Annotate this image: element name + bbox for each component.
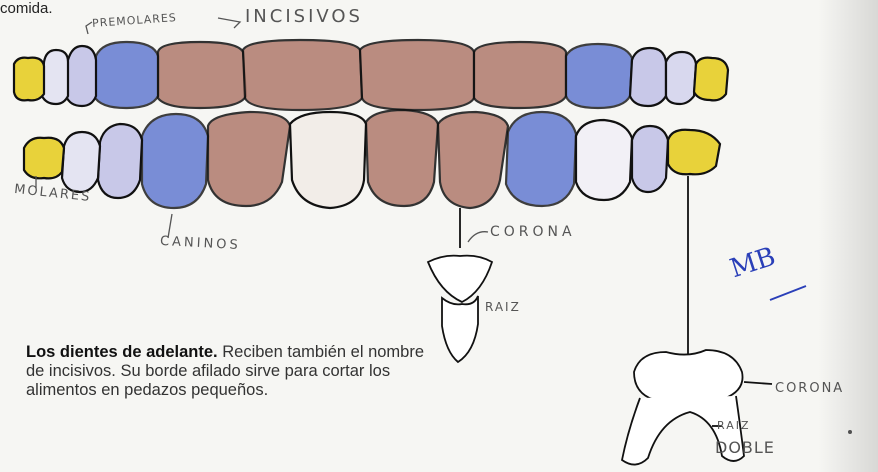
label-doble: DOBLE [715, 438, 775, 457]
lower-molar-tooth [668, 130, 720, 175]
upper-premolar-tooth [42, 50, 68, 104]
lower-molar-tooth [24, 138, 64, 179]
upper-arch [14, 40, 728, 110]
molar-crown [634, 350, 743, 402]
corona1-pointer [468, 232, 488, 242]
upper-premolar-tooth [630, 48, 666, 106]
upper-molar-tooth [694, 58, 728, 101]
upper-canine-tooth [94, 42, 158, 108]
label-raiz-incisor: RAIZ [485, 300, 521, 314]
signature-slash [770, 286, 806, 300]
lower-premolar-tooth [98, 124, 142, 198]
premolares-pointer [86, 22, 92, 34]
label-raiz-molar: RAIZ [717, 419, 751, 432]
page-edge-shadow [818, 0, 878, 472]
upper-premolar-tooth [66, 46, 96, 106]
label-incisivos: INCISIVOS [245, 6, 363, 27]
upper-molar-tooth [14, 58, 44, 101]
incisivos-pointer [218, 18, 240, 28]
lower-incisor-tooth [438, 112, 508, 208]
top-text-fragment: comida. [0, 0, 53, 18]
lower-canine-tooth [506, 112, 576, 206]
lower-incisor-tooth [208, 112, 290, 206]
incisor-cross-section [428, 208, 492, 362]
lower-incisor-tooth [290, 112, 366, 208]
corona-leader [744, 382, 772, 384]
lower-arch [24, 110, 720, 208]
upper-incisor-tooth [243, 40, 362, 110]
lower-premolar-tooth [62, 132, 100, 192]
upper-canine-tooth [566, 44, 632, 108]
lower-premolar-tooth [632, 126, 668, 192]
label-corona-incisor: CORONA [490, 224, 576, 240]
lower-incisor-tooth [366, 110, 438, 206]
upper-incisor-tooth [474, 42, 566, 108]
incisor-root [442, 296, 478, 362]
caption-title: Los dientes de adelante. [26, 343, 218, 361]
upper-premolar-tooth [666, 52, 696, 104]
upper-incisor-tooth [360, 40, 474, 110]
caption-paragraph: Los dientes de adelante. Reciben también… [26, 343, 426, 400]
lower-canine-tooth [142, 114, 208, 208]
upper-incisor-tooth [158, 42, 246, 108]
lower-premolar-tooth [576, 120, 632, 200]
incisor-crown [428, 256, 492, 302]
